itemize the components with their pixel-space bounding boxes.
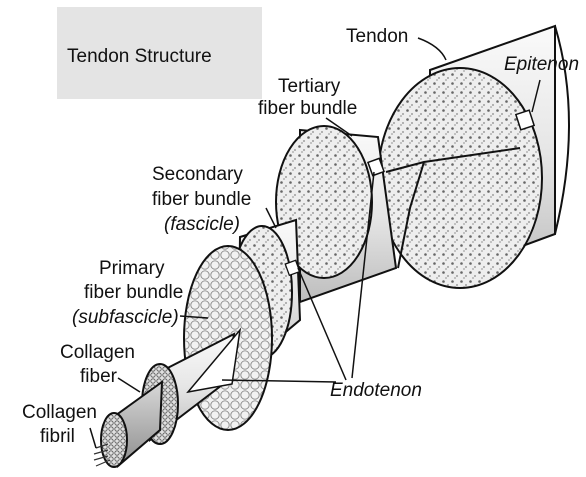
label-collagen-fiber-line1: Collagen: [60, 342, 135, 363]
label-collagen-fibril-line1: Collagen: [22, 402, 97, 423]
collagen-fibril-cone: [94, 382, 162, 467]
collagen-fibril-cross-section: [101, 413, 127, 467]
label-endotenon: Endotenon: [330, 380, 422, 401]
label-collagen-fibril-line2: fibril: [40, 426, 75, 447]
tendon-cross-section: [378, 68, 542, 288]
label-epitenon: Epitenon: [504, 54, 579, 75]
label-tertiary-line1: Tertiary: [278, 76, 341, 97]
label-tendon: Tendon: [346, 26, 408, 47]
diagram-title: Tendon Structure: [67, 46, 212, 67]
label-secondary-line2: fiber bundle: [152, 189, 251, 210]
label-primary-line1: Primary: [99, 258, 165, 279]
label-secondary-line3: (fascicle): [164, 214, 240, 235]
label-secondary-line1: Secondary: [152, 164, 243, 185]
label-collagen-fiber-line2: fiber: [80, 366, 118, 387]
label-tertiary-line2: fiber bundle: [258, 98, 357, 119]
label-primary-line3: (subfascicle): [72, 307, 179, 328]
label-primary-line2: fiber bundle: [84, 282, 183, 303]
